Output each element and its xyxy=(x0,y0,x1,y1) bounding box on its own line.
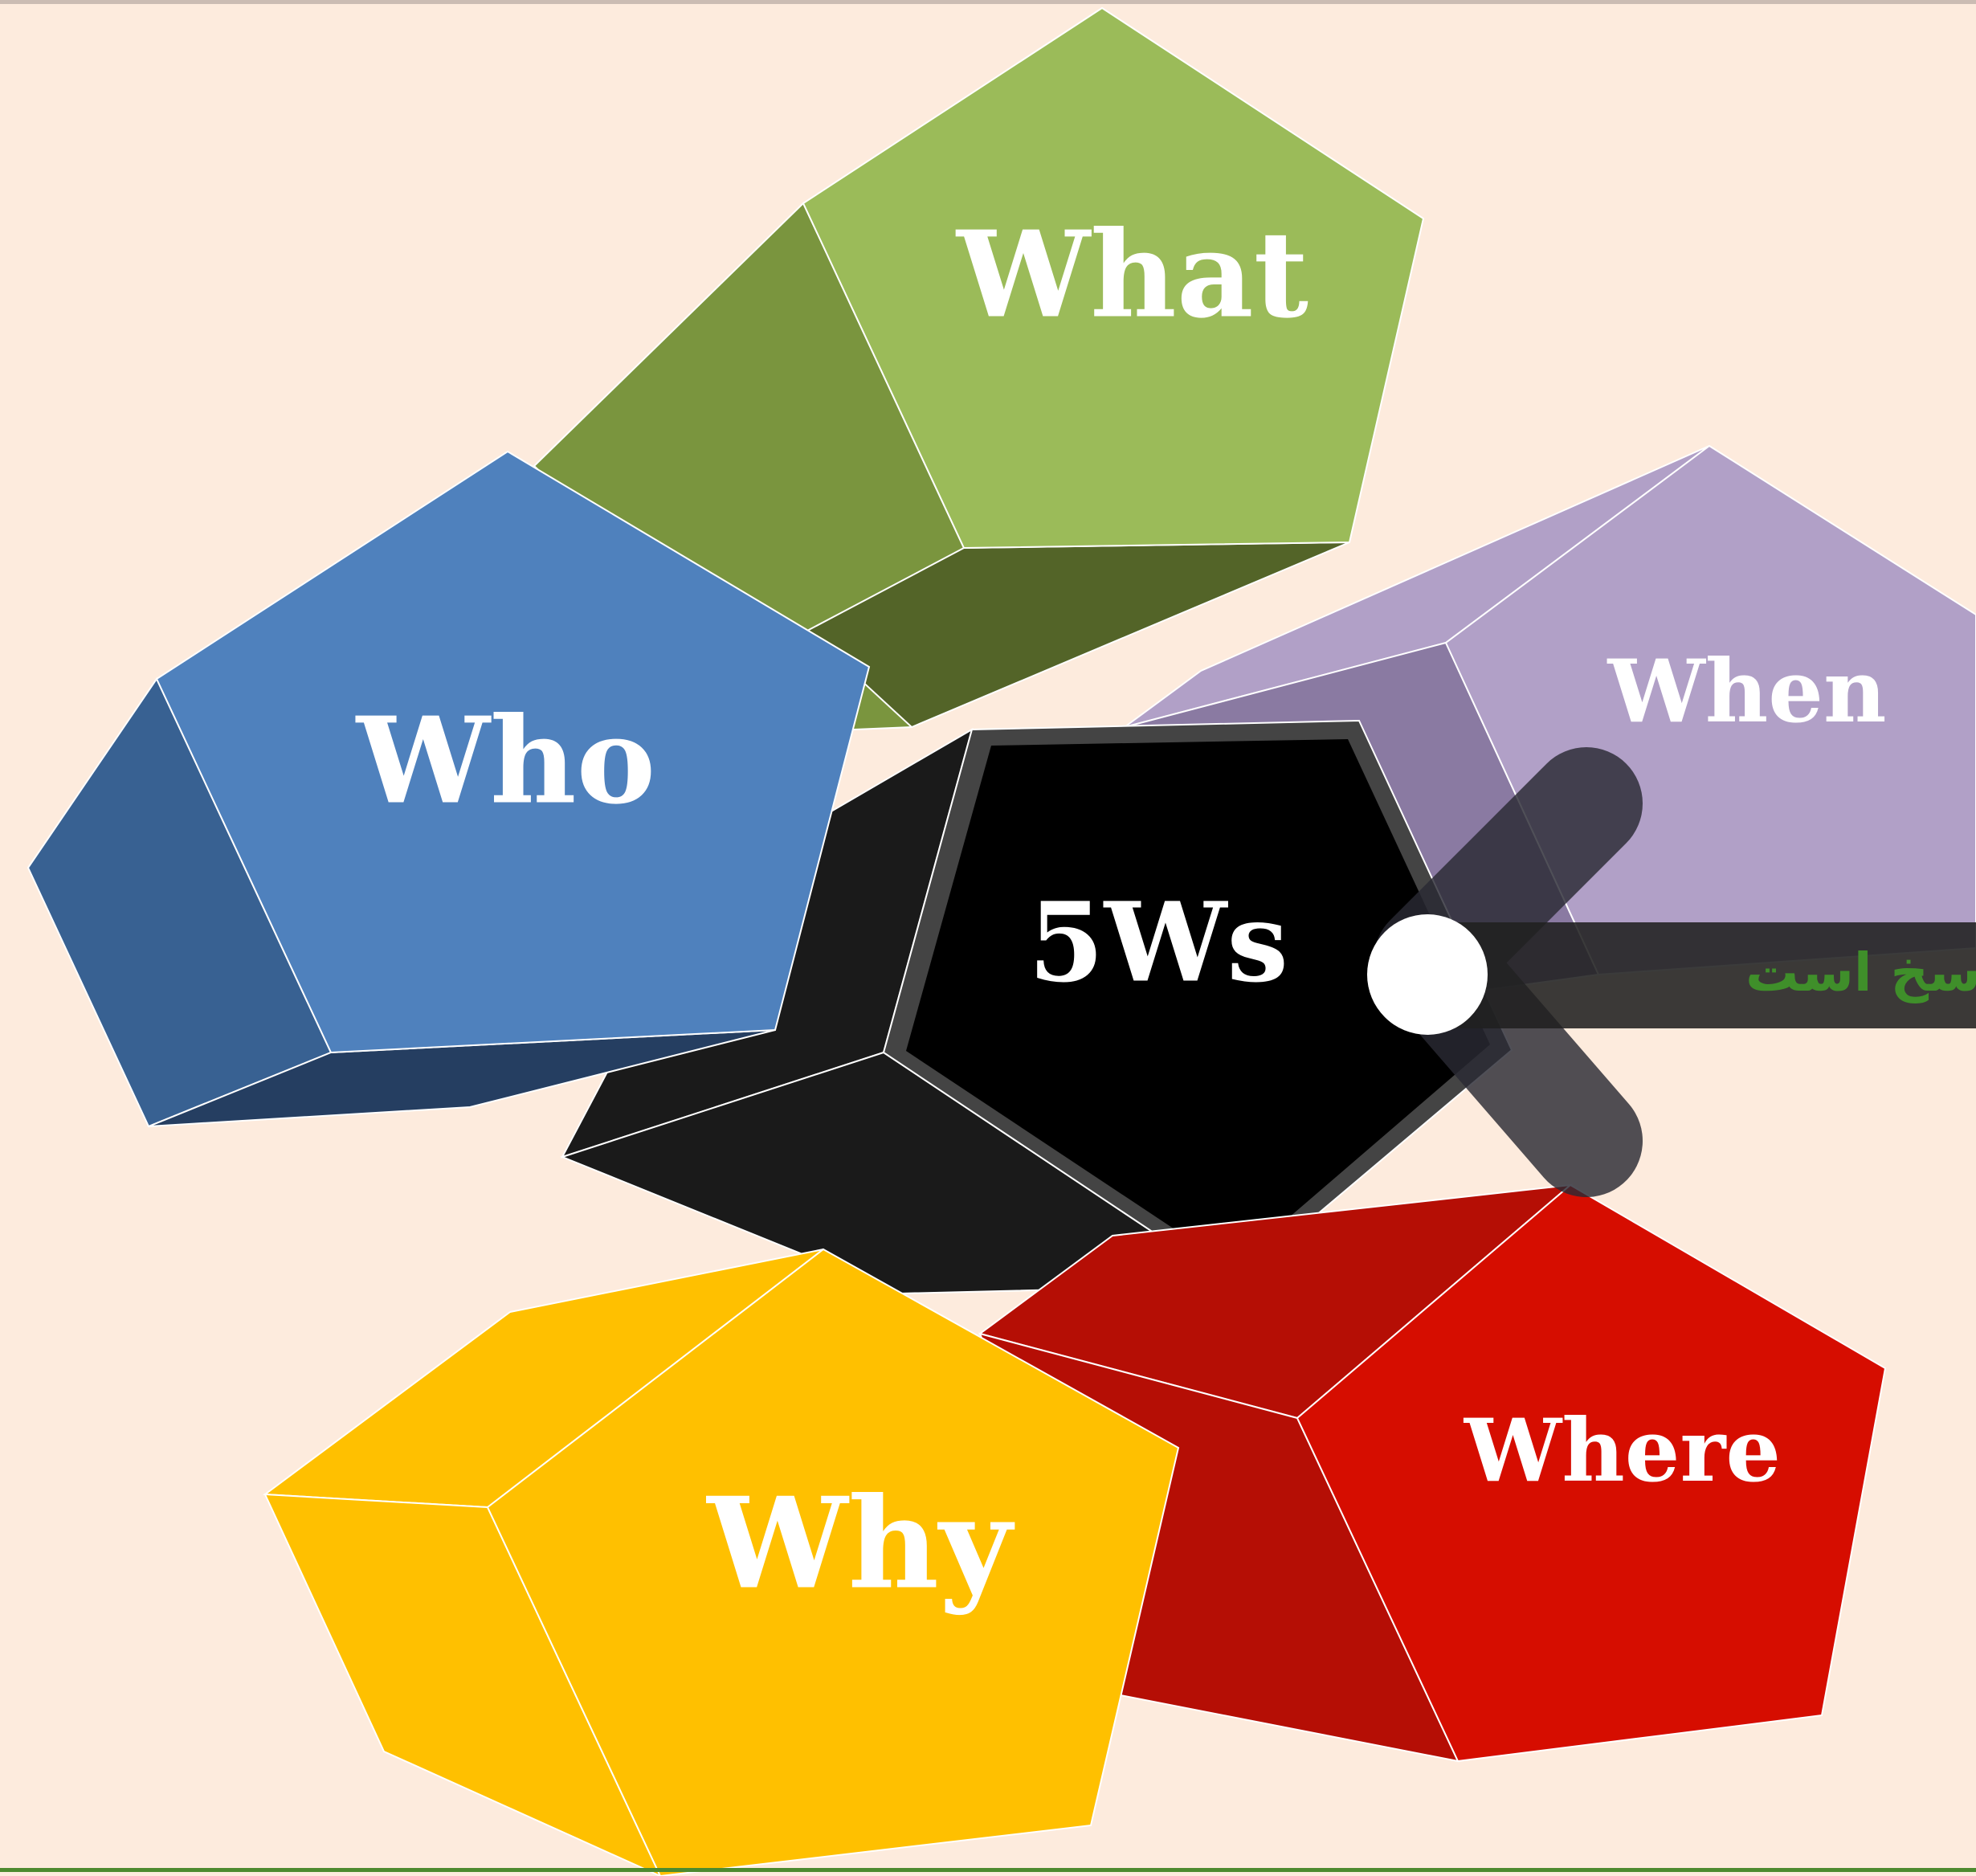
answer-ribbon xyxy=(1438,922,1976,1028)
what-label: What xyxy=(955,205,1308,345)
bottom-rule xyxy=(0,1868,1976,1872)
who-block: Who xyxy=(27,450,871,1128)
center-label: 5Ws xyxy=(1028,879,1288,1007)
top-rule xyxy=(0,0,1976,4)
where-label: Where xyxy=(1464,1400,1781,1502)
ribbon-text: سخ است xyxy=(1745,942,1976,1003)
center-block: 5Ws xyxy=(560,719,1513,1295)
why-block: Why xyxy=(263,1248,1180,1876)
who-label: Who xyxy=(355,691,656,831)
why-label: Why xyxy=(705,1470,1015,1617)
what-block: What xyxy=(533,6,1425,733)
slider-dot[interactable] xyxy=(1367,914,1488,1035)
when-label: When xyxy=(1607,641,1886,742)
